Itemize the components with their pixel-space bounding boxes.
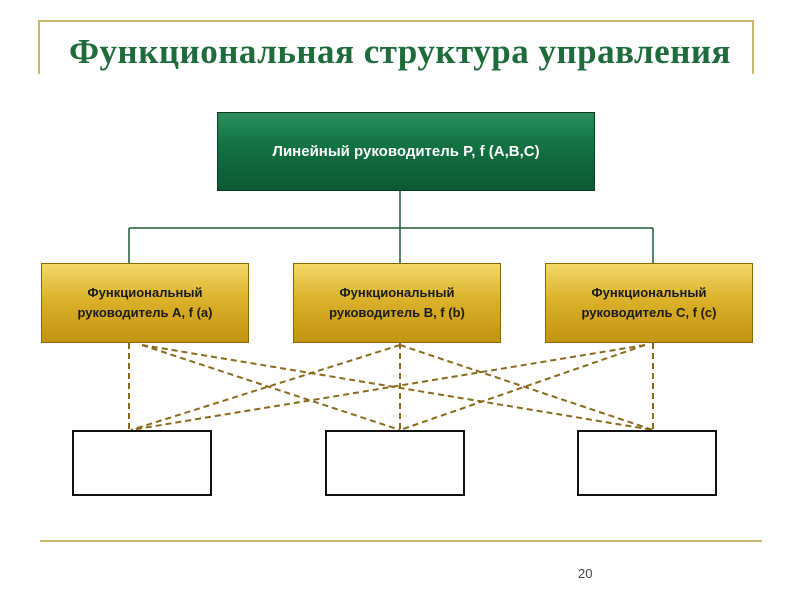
functional-manager-a-line1: Функциональный xyxy=(87,285,203,300)
dashed-b-to-3 xyxy=(399,344,654,431)
functional-manager-b-line2: руководитель B, f (b) xyxy=(329,305,465,320)
dashed-c-to-2 xyxy=(399,344,646,431)
functional-manager-b-box: Функциональный руководитель B, f (b) xyxy=(293,263,501,343)
frame-top-line xyxy=(38,20,754,22)
dashed-b-to-1 xyxy=(130,344,401,431)
executor-box-3 xyxy=(577,430,717,496)
dashed-a-to-2 xyxy=(141,344,401,431)
linear-manager-box: Линейный руководитель P, f (A,B,C) xyxy=(217,112,595,191)
executor-box-2 xyxy=(325,430,465,496)
slide-title: Функциональная структура управления xyxy=(69,32,731,71)
functional-manager-c-box: Функциональный руководитель C, f (c) xyxy=(545,263,753,343)
linear-manager-label: Линейный руководитель P, f (A,B,C) xyxy=(272,143,540,160)
functional-manager-a-box: Функциональный руководитель A, f (a) xyxy=(41,263,249,343)
solid-connectors xyxy=(128,191,654,263)
page-number: 20 xyxy=(578,566,593,581)
functional-manager-c-line1: Функциональный xyxy=(591,285,707,300)
frame-bottom-line xyxy=(40,540,762,542)
dashed-connectors xyxy=(128,343,654,431)
dashed-a-to-3 xyxy=(141,344,654,431)
frame-left-line xyxy=(38,20,40,74)
executor-box-1 xyxy=(72,430,212,496)
functional-manager-c-line2: руководитель C, f (c) xyxy=(581,305,717,320)
dashed-c-to-1 xyxy=(130,344,646,431)
functional-manager-a-line2: руководитель A, f (a) xyxy=(77,305,213,320)
functional-manager-b-line1: Функциональный xyxy=(339,285,455,300)
frame-right-line xyxy=(752,20,754,74)
